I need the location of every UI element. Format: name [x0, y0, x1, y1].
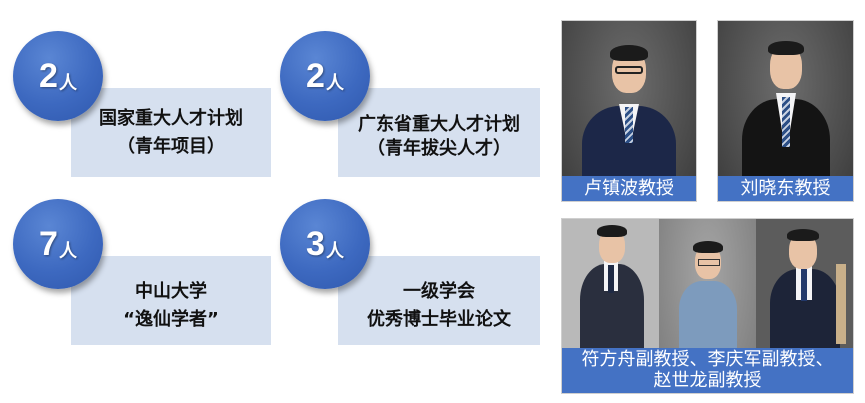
portrait-caption-1: 卢镇波教授 [562, 176, 696, 201]
portrait-photo-2: 刘晓东教授 [717, 20, 854, 202]
stat-title: 国家重大人才计划 [99, 107, 243, 129]
group-caption: 符方舟副教授、李庆军副教授、 赵世龙副教授 [562, 348, 853, 393]
stat-unit: 人 [58, 73, 77, 94]
stat-card-1: 国家重大人才计划 （青年项目） [71, 88, 271, 177]
stat-badge-4: 3 人 [280, 199, 370, 289]
stat-unit: 人 [325, 241, 344, 262]
group-photo: 符方舟副教授、李庆军副教授、 赵世龙副教授 [561, 218, 854, 394]
person-figure [718, 21, 853, 201]
stat-title: 中山大学 [135, 280, 207, 302]
stat-number: 2 [39, 56, 58, 95]
stat-unit: 人 [325, 73, 344, 94]
portrait-caption-2: 刘晓东教授 [718, 176, 853, 201]
stat-subtitle: （青年项目） [117, 135, 225, 157]
stat-unit: 人 [58, 241, 77, 262]
stat-card-3: 中山大学 “逸仙学者” [71, 256, 271, 345]
stat-subtitle: 优秀博士毕业论文 [367, 308, 511, 330]
stat-card-2: 广东省重大人才计划 （青年拔尖人才） [338, 88, 540, 177]
group-caption-line-2: 赵世龙副教授 [653, 370, 762, 391]
stat-number: 3 [306, 224, 325, 263]
stat-number: 7 [39, 224, 58, 263]
stat-badge-3: 7 人 [13, 199, 103, 289]
stat-number: 2 [306, 56, 325, 95]
group-caption-line-1: 符方舟副教授、李庆军副教授、 [581, 349, 834, 370]
stat-badge-1: 2 人 [13, 31, 103, 121]
stat-title: 广东省重大人才计划 [358, 113, 520, 135]
stat-subtitle: （青年拔尖人才） [367, 137, 511, 159]
stat-title: 一级学会 [403, 280, 475, 302]
stat-card-4: 一级学会 优秀博士毕业论文 [338, 256, 540, 345]
stat-badge-2: 2 人 [280, 31, 370, 121]
stat-subtitle: “逸仙学者” [123, 308, 219, 330]
portrait-photo-1: 卢镇波教授 [561, 20, 697, 202]
person-figure [562, 21, 696, 201]
